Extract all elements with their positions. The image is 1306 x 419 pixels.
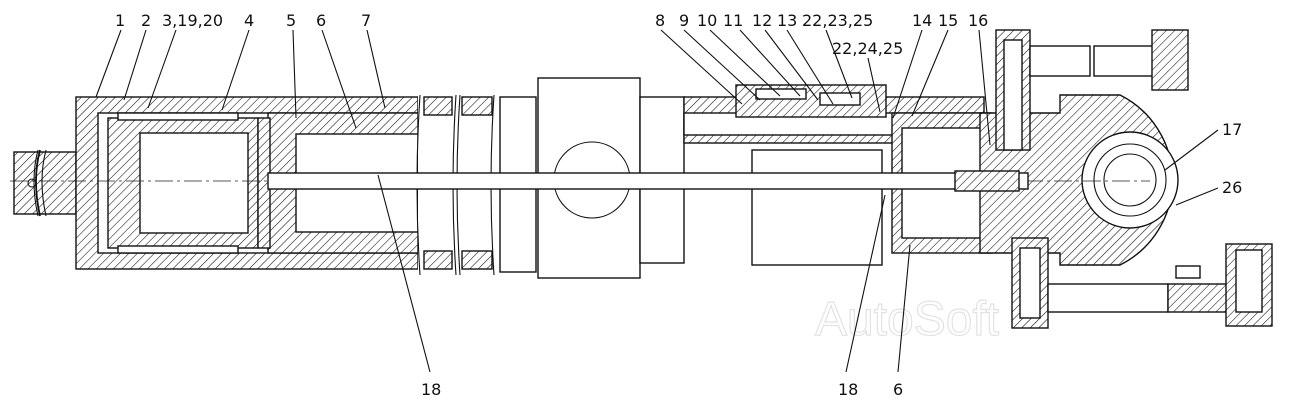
label-15: 15: [938, 11, 958, 30]
watermark: AutoSoft: [815, 293, 999, 346]
label-26: 26: [1222, 178, 1242, 197]
label-2: 2: [141, 11, 151, 30]
pipes: [995, 29, 1273, 329]
label-17: 17: [1222, 120, 1242, 139]
label-14: 14: [912, 11, 932, 30]
leader-lines: [95, 29, 1219, 373]
label-16: 16: [968, 11, 988, 30]
label-13: 13: [777, 11, 797, 30]
label-5: 5: [286, 11, 296, 30]
label-3-19-20: 3,19,20: [162, 11, 223, 30]
label-22-24-25: 22,24,25: [832, 39, 903, 58]
label-18-right: 18: [838, 380, 858, 399]
label-6-bottom: 6: [893, 380, 903, 399]
label-12: 12: [752, 11, 772, 30]
label-18-left: 18: [421, 380, 441, 399]
label-10: 10: [697, 11, 717, 30]
label-1: 1: [115, 11, 125, 30]
piston-rod: [267, 170, 1029, 192]
label-22-23-25: 22,23,25: [802, 11, 873, 30]
label-6-top: 6: [316, 11, 326, 30]
label-8: 8: [655, 11, 665, 30]
label-4: 4: [244, 11, 254, 30]
left-end-eye: [13, 149, 77, 217]
label-11: 11: [723, 11, 743, 30]
label-9: 9: [679, 11, 689, 30]
label-7: 7: [361, 11, 371, 30]
